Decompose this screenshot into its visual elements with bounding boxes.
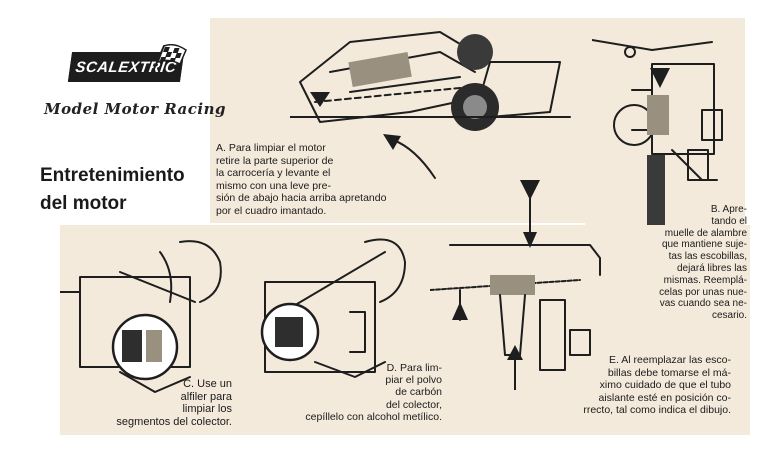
illustration-d: [255, 232, 435, 382]
tagline: Model Motor Racing: [44, 100, 226, 118]
caption-e: E. Al reemplazar las esco- billas debe t…: [583, 354, 731, 416]
illustration-a: [289, 22, 580, 142]
paper-top: [210, 18, 585, 223]
caption-c: C. Use un alfiler para limpiar los segme…: [116, 378, 232, 428]
illustration-b: [591, 30, 742, 225]
caption-d: D. Para lim- piar el polvo de carbón del…: [305, 362, 442, 423]
illustration-c: [59, 232, 250, 402]
caption-b: B. Apre- tando el muelle de alambre que …: [659, 204, 747, 322]
caption-a: A. Para limpiar el motor retire la parte…: [216, 142, 387, 217]
curved-arrow-icon: [375, 128, 445, 183]
illustration-e: [429, 180, 630, 391]
page-title: Entretenimiento del motor: [40, 165, 185, 214]
checkered-flag-icon: [146, 43, 190, 80]
